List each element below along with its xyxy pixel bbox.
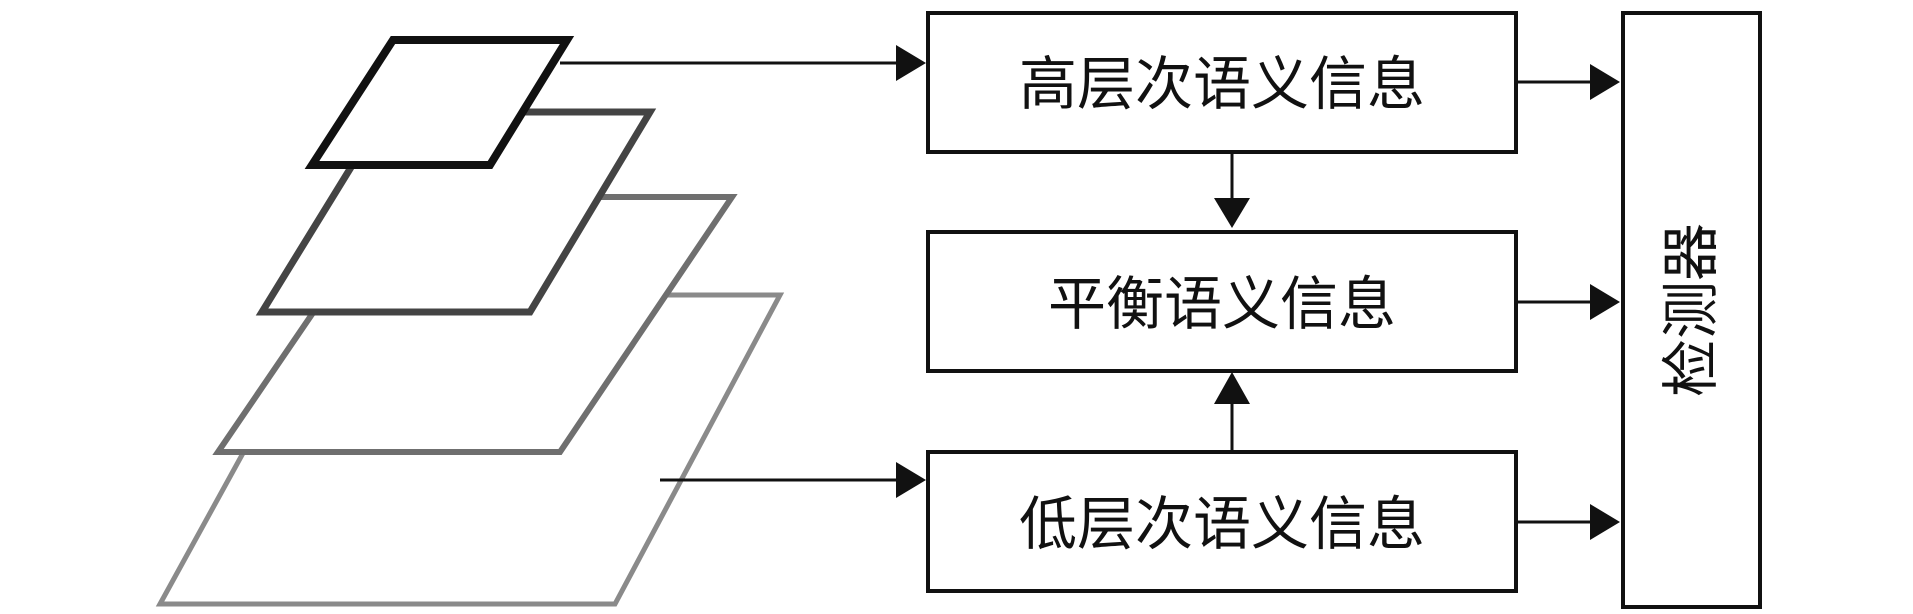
arrowhead-top-layer-to-high	[896, 45, 926, 81]
high-level-node: 高层次语义信息	[926, 11, 1518, 154]
low-level-label: 低层次语义信息	[1019, 490, 1425, 558]
feature-pyramid	[155, 36, 785, 607]
arrowhead-high-to-balanced	[1214, 198, 1250, 228]
arrowhead-bottom-layer-to-low	[896, 462, 926, 498]
low-level-box	[926, 450, 1518, 593]
high-level-label: 高层次语义信息	[1019, 50, 1425, 118]
high-level-box	[926, 11, 1518, 154]
detector-box	[1621, 11, 1762, 609]
balanced-node: 平衡语义信息	[926, 230, 1518, 373]
arrowhead-low-to-balanced	[1214, 372, 1250, 404]
arrowhead-low-to-detector	[1590, 504, 1620, 540]
detector-node: 检测器	[1621, 11, 1762, 609]
arrowhead-high-to-detector	[1590, 64, 1620, 100]
balanced-box	[926, 230, 1518, 373]
connectors	[560, 45, 1620, 540]
detector-label: 检测器	[1657, 223, 1725, 397]
arrowhead-balanced-to-detector	[1590, 284, 1620, 320]
balanced-label: 平衡语义信息	[1048, 270, 1396, 338]
low-level-node: 低层次语义信息	[926, 450, 1518, 593]
pyramid-layer-4	[304, 36, 575, 169]
